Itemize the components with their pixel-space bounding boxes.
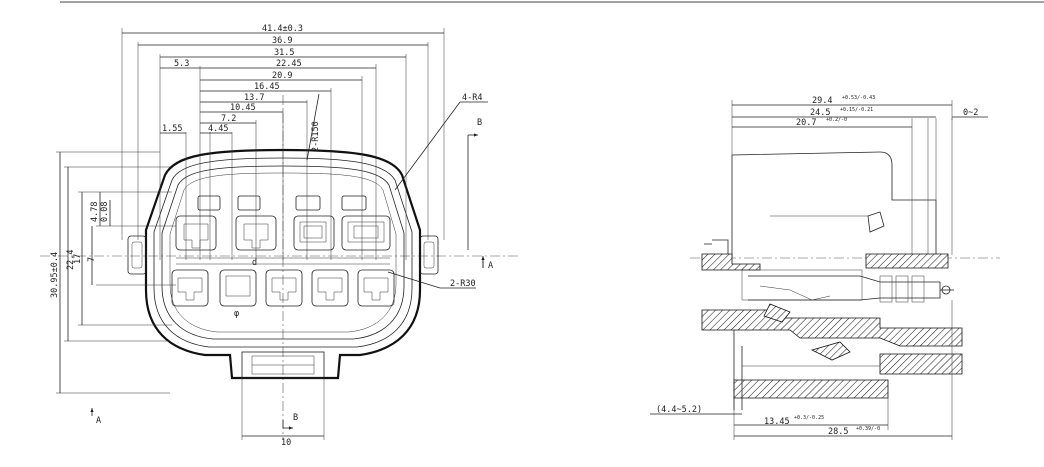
side-dim-24-5: 24.5	[810, 108, 830, 118]
side-dim-13-45: 13.45	[764, 417, 790, 427]
dim-17: 17	[73, 254, 83, 264]
side-view: 29.4 +0.53/-0.43 24.5 +0.15/-0.21 20.7 +…	[650, 95, 1000, 440]
side-dim-0-2: 0~2	[963, 108, 978, 118]
left-latch	[127, 235, 147, 275]
dim-36-9: 36.9	[272, 36, 292, 46]
dim-10-45: 10.45	[230, 103, 256, 113]
dim-1-55: 1.55	[162, 124, 182, 134]
front-view: 41.4±0.3 36.9 31.5 5.3 22.45 20.9 16.45 …	[40, 24, 520, 448]
height-dimensions: 30.95±0.4 22.4 17 7 4.78 0.08	[50, 151, 176, 394]
dim-20-9: 20.9	[272, 71, 292, 81]
section-b-top: B	[477, 118, 482, 128]
dim-22-45: 22.45	[276, 59, 302, 69]
dim-41-4: 41.4±0.3	[262, 24, 303, 34]
dim-0-08: 0.08	[100, 202, 110, 222]
dim-30-95: 30.95±0.4	[50, 252, 60, 298]
dim-16-45: 16.45	[254, 82, 280, 92]
side-dim-24-5-tol: +0.15/-0.21	[840, 107, 873, 113]
housing-outline	[144, 148, 422, 380]
small-letter-d: d	[252, 258, 257, 268]
dim-13-7: 13.7	[244, 93, 264, 103]
side-dim-29-4-tol: +0.53/-0.43	[842, 95, 875, 101]
section-a-right: A	[488, 261, 493, 271]
phi-symbol: φ	[234, 309, 239, 319]
side-dim-28-5-tol: +0.39/-0	[856, 426, 880, 432]
side-dim-20-7-tol: +0.2/-0	[826, 117, 847, 123]
dim-22-4: 22.4	[66, 250, 76, 270]
lower-cavities	[171, 269, 395, 307]
radius-2-r150: 2-R150	[311, 121, 321, 152]
radius-4-r4: 4-R4	[462, 93, 482, 103]
side-dim-29-4: 29.4	[812, 96, 832, 106]
dim-4-78: 4.78	[90, 202, 100, 222]
section-b-bottom: B	[293, 413, 298, 423]
dim-7: 7	[87, 257, 97, 262]
dim-31-5: 31.5	[274, 48, 294, 58]
side-dim-13-45-tol: +0.3/-0.25	[794, 415, 824, 421]
side-dim-28-5: 28.5	[828, 427, 848, 437]
dim-7-2: 7.2	[221, 114, 236, 124]
radius-2-r30: 2-R30	[450, 279, 476, 289]
dim-10: 10	[281, 438, 291, 448]
width-dimensions: 41.4±0.3 36.9 31.5 5.3 22.45 20.9 16.45 …	[121, 24, 445, 260]
bottom-dimension: 10	[241, 378, 325, 448]
side-dim-4-4-5-2: (4.4~5.2)	[656, 405, 702, 415]
dim-4-45: 4.45	[208, 124, 228, 134]
right-latch	[419, 235, 439, 275]
section-a-bottom: A	[96, 416, 101, 426]
side-dim-20-7: 20.7	[796, 118, 816, 128]
section-markers: B A A B	[90, 118, 493, 430]
dim-5-3: 5.3	[174, 59, 189, 69]
